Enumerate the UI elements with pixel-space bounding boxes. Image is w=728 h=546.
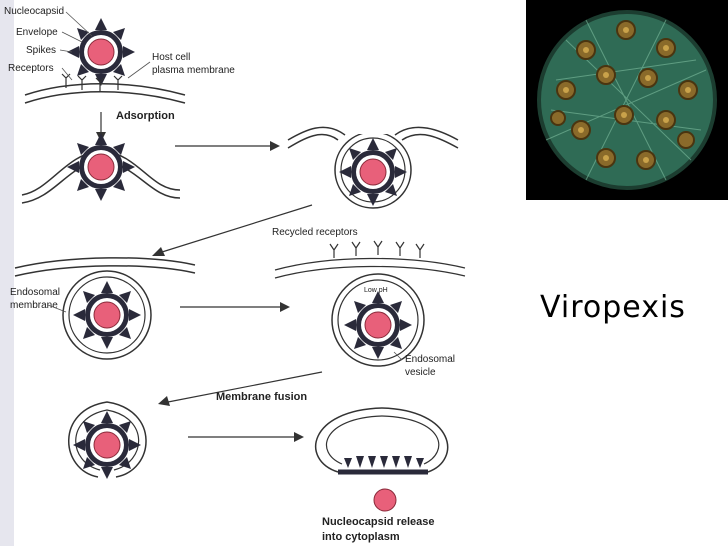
- arrow-right-2: [180, 302, 290, 312]
- plasma-membrane-row3: [14, 257, 196, 277]
- adsorbed-virion-stage: [21, 132, 181, 204]
- label-adsorption: Adsorption: [116, 110, 175, 122]
- arrow-right-1: [175, 141, 280, 151]
- label-envelope: Envelope: [16, 27, 58, 38]
- arrow-diagonal-2: [158, 371, 323, 406]
- label-endosomal-membrane-1: Endosomal: [10, 287, 60, 298]
- fused-membrane-stage: [314, 407, 449, 512]
- label-release-1: Nucleocapsid release: [322, 516, 435, 528]
- virus-micrograph-image: [526, 0, 728, 200]
- label-host-cell-2: plasma membrane: [152, 65, 235, 76]
- viropexis-diagram: Nucleocapsid Envelope Spikes Receptors H…: [0, 0, 466, 546]
- label-receptors: Receptors: [8, 63, 54, 74]
- recycled-receptors-stage: [274, 240, 466, 279]
- acidified-endosome-stage: [331, 273, 425, 367]
- free-virion-stage: [24, 17, 186, 104]
- label-endosomal-membrane-2: membrane: [10, 300, 58, 311]
- label-release-2: into cytoplasm: [322, 531, 400, 543]
- label-membrane-fusion: Membrane fusion: [216, 391, 307, 403]
- arrow-diagonal-1: [152, 204, 313, 256]
- label-spikes: Spikes: [26, 45, 56, 56]
- label-nucleocapsid: Nucleocapsid: [4, 6, 64, 17]
- slide-title: Viropexis: [540, 290, 686, 325]
- label-endosomal-vesicle-2: vesicle: [405, 367, 436, 378]
- endosome-virion-stage: [62, 270, 152, 360]
- invaginating-virion-stage: [287, 124, 459, 209]
- fusing-endosome-stage: [68, 401, 147, 480]
- label-host-cell-1: Host cell: [152, 52, 190, 63]
- label-low-ph: Low pH: [364, 287, 388, 294]
- label-recycled-receptors: Recycled receptors: [272, 227, 358, 238]
- label-endosomal-vesicle-1: Endosomal: [405, 354, 455, 365]
- arrow-right-3: [188, 432, 304, 442]
- diagram-callouts: [59, 11, 151, 81]
